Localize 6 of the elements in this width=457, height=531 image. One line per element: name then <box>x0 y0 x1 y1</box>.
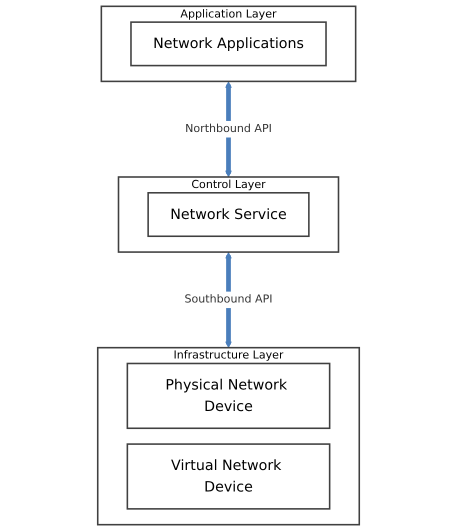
node-box: Network Service <box>147 192 310 238</box>
node-box: Network Applications <box>130 21 327 66</box>
edge-label: Southbound API <box>184 293 273 306</box>
node-box: Physical Network Device <box>126 362 330 430</box>
edge-label: Northbound API <box>185 122 272 136</box>
node-box: Virtual Network Device <box>126 443 330 510</box>
